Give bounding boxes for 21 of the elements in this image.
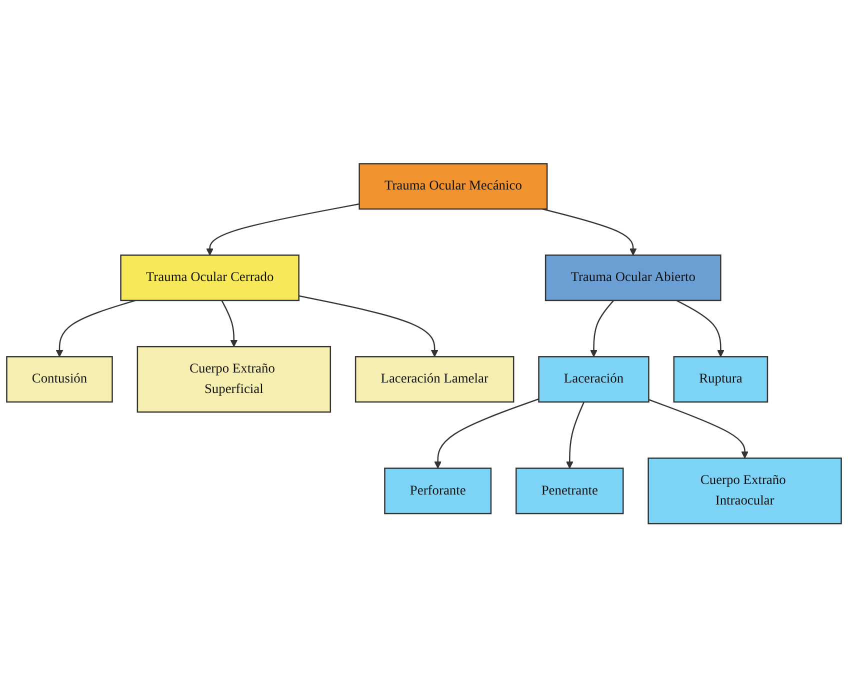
arrow [434,398,539,468]
node-box: Cuerpo Extraño Intraocular [648,457,842,524]
arrow [298,295,438,357]
arrow [56,300,136,357]
node-box: Trauma Ocular Abierto [544,254,722,301]
arrow [566,402,585,468]
node-box: Laceración Lamelar [354,356,514,402]
arrow [676,300,724,357]
node-box: Perforante [384,467,492,514]
node-box: Penetrante [516,467,624,514]
arrow [590,300,614,357]
node-box: Trauma Ocular Cerrado [120,254,300,301]
arrow [542,208,637,256]
node-box: Contusión [6,356,113,402]
node-box: Laceración [538,356,650,402]
node-box: Cuerpo Extraño Superficial [136,346,332,412]
arrow [206,203,360,256]
node-box: Trauma Ocular Mecánico [358,162,548,210]
arrow [221,300,238,347]
arrow [648,398,748,458]
node-box: Ruptura [673,356,768,402]
